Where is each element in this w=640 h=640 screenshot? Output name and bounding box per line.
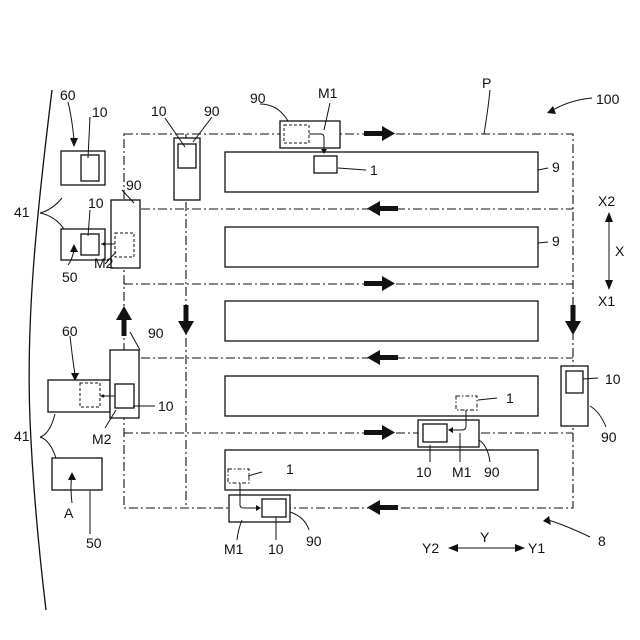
label-90-left-upper: 90 <box>126 177 142 193</box>
item-1-dashed-bottom <box>228 469 249 483</box>
label-90-right: 90 <box>601 429 617 445</box>
label-y2: Y2 <box>422 540 439 556</box>
label-m2-upper: M2 <box>94 255 114 271</box>
y-axis-indicator <box>448 544 525 552</box>
label-41-lower: 41 <box>14 428 30 444</box>
station-4 <box>52 458 102 490</box>
label-1-top: 1 <box>370 162 378 178</box>
item-1-dashed-row4 <box>456 396 477 410</box>
label-y: Y <box>480 529 490 545</box>
label-60-top: 60 <box>60 87 76 103</box>
label-9-b: 9 <box>552 233 560 249</box>
label-10-station-2: 10 <box>88 195 104 211</box>
label-60-lower: 60 <box>62 323 78 339</box>
label-m1-top: M1 <box>318 85 338 101</box>
vehicle-90-right <box>561 366 588 426</box>
shelf-row-3 <box>225 301 538 341</box>
label-x: X <box>615 243 625 259</box>
label-m2-lower: M2 <box>92 431 112 447</box>
label-x2: X2 <box>598 193 615 209</box>
label-10-vehicle: 10 <box>151 103 167 119</box>
label-8: 8 <box>598 533 606 549</box>
label-a: A <box>64 505 74 521</box>
label-10-bottom: 10 <box>268 541 284 557</box>
label-90-vehicle: 90 <box>204 103 220 119</box>
shelf-row-4 <box>225 376 538 416</box>
building-wall <box>29 90 52 610</box>
label-41-upper: 41 <box>14 204 30 220</box>
shelf-row-1 <box>225 152 538 192</box>
item-1-top <box>314 156 337 173</box>
label-10-left-lower: 10 <box>158 398 174 414</box>
label-p: P <box>482 75 491 91</box>
label-1-bottom: 1 <box>286 461 294 477</box>
vehicle-90-top-left <box>174 138 200 200</box>
label-50-lower: 50 <box>86 535 102 551</box>
label-m1-row5: M1 <box>452 464 472 480</box>
label-x1: X1 <box>598 293 615 309</box>
item-10-station-1 <box>81 155 99 181</box>
x-axis-indicator <box>605 212 613 290</box>
shelf-rows <box>225 152 538 490</box>
label-90-row5: 90 <box>484 464 500 480</box>
label-50-upper: 50 <box>62 269 78 285</box>
label-90-bottom: 90 <box>306 533 322 549</box>
shelf-row-2 <box>225 227 538 267</box>
label-y1: Y1 <box>528 540 545 556</box>
label-9-a: 9 <box>552 159 560 175</box>
label-10-row5: 10 <box>416 464 432 480</box>
label-10-top-left: 10 <box>92 104 108 120</box>
label-90-left-lower: 90 <box>148 325 164 341</box>
label-100: 100 <box>596 91 620 107</box>
label-10-right: 10 <box>605 371 621 387</box>
label-m1-bottom: M1 <box>224 541 244 557</box>
label-90-top: 90 <box>250 90 266 106</box>
item-10-station-2 <box>81 234 99 255</box>
label-1-row4: 1 <box>506 390 514 406</box>
